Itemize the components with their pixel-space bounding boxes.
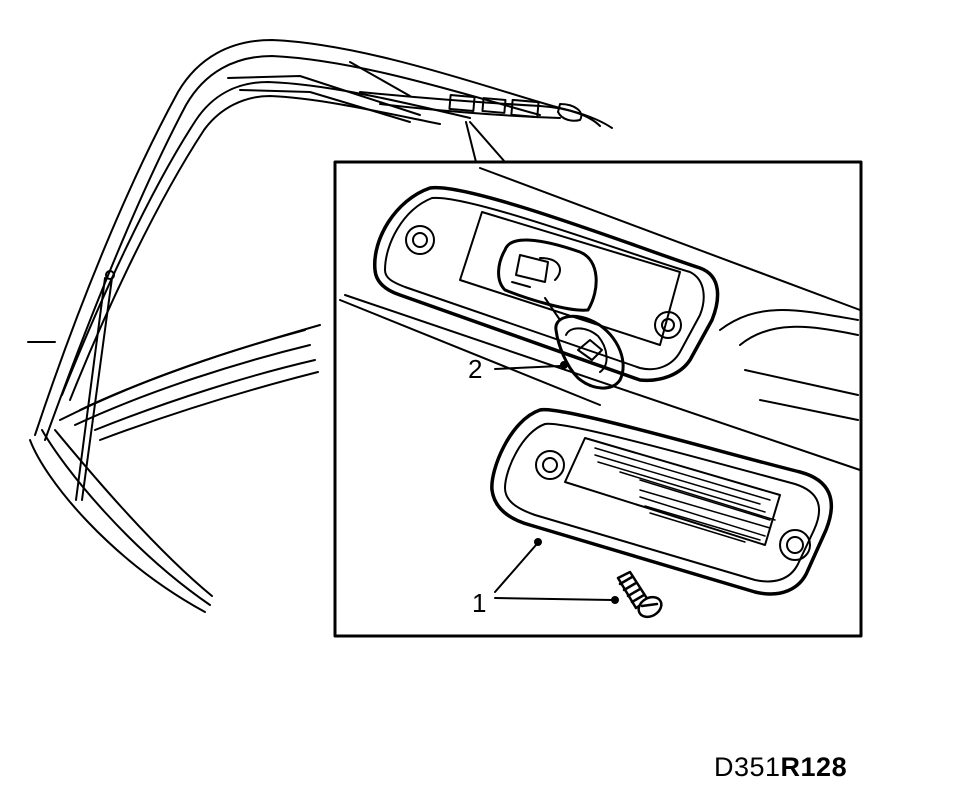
tailgate-light-openings <box>448 93 583 122</box>
callout-label-2: 2 <box>468 354 482 384</box>
callout-leaders <box>494 361 619 604</box>
lens-screw-hole-left <box>535 450 565 480</box>
bulb <box>554 314 625 390</box>
gas-strut <box>75 270 115 501</box>
callout-label-1: 1 <box>472 588 486 618</box>
lamp-recess <box>373 185 720 383</box>
detail-pointer <box>465 121 506 163</box>
mounting-screw <box>616 570 663 619</box>
bulb-socket <box>497 238 598 312</box>
lens-screw-hole-right <box>779 529 811 561</box>
recess-screw-hole-left <box>405 225 435 255</box>
drawing-code-suffix: R128 <box>780 752 848 782</box>
lens-hatching <box>594 447 776 543</box>
recess-screw-hole-right <box>654 311 682 339</box>
detail-inset-content <box>339 167 861 619</box>
drawing-code: D351R128 <box>714 752 847 783</box>
lamp-lens-unit <box>490 407 834 596</box>
drawing-code-prefix: D351 <box>714 752 781 782</box>
